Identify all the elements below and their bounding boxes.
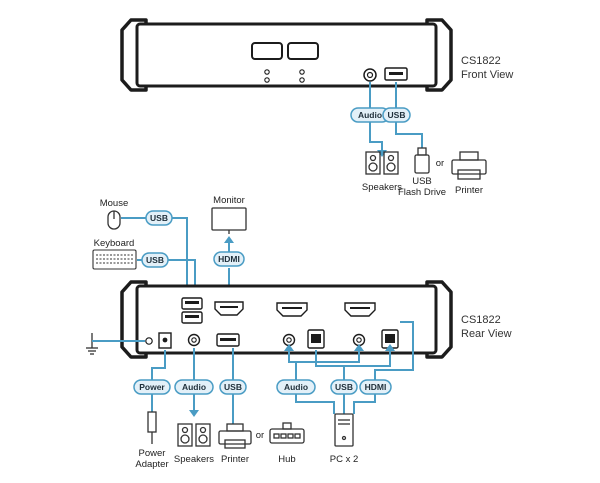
pc2-hdmi-port bbox=[344, 302, 376, 317]
front-or-label: or bbox=[436, 158, 444, 169]
pc-tower-icon bbox=[334, 413, 354, 447]
power-tag-text: Power bbox=[139, 382, 165, 392]
front-usb-tag: USB bbox=[382, 107, 411, 123]
front-speakers-label: Speakers bbox=[362, 182, 402, 193]
flash-drive-label-line2: Flash Drive bbox=[398, 187, 446, 198]
pc1-usb-b-port bbox=[307, 329, 325, 349]
pc-audio-tag: Audio bbox=[276, 379, 316, 395]
front-led-b2 bbox=[299, 77, 305, 83]
console-audio-tag: Audio bbox=[174, 379, 214, 395]
front-unit bbox=[120, 18, 453, 92]
front-model-label: CS1822 bbox=[461, 55, 501, 67]
mouse-usb-cable bbox=[121, 217, 188, 298]
front-audio-arrow bbox=[377, 150, 387, 157]
monitor-hdmi-tag-text: HDMI bbox=[218, 254, 240, 264]
mouse-usb-tag-text: USB bbox=[150, 213, 168, 223]
console-audio-jack bbox=[187, 333, 201, 347]
rear-view-label: Rear View bbox=[461, 328, 512, 340]
console-usb-port-3 bbox=[216, 333, 240, 347]
monitor-hdmi-arrow bbox=[224, 236, 234, 243]
console-usb-port-1 bbox=[181, 297, 203, 310]
pc-hdmi-tag: HDMI bbox=[359, 379, 392, 395]
pc-usb-arrow bbox=[385, 344, 395, 351]
front-view-label: Front View bbox=[461, 69, 513, 81]
keyboard-label: Keyboard bbox=[94, 238, 135, 249]
ground-screw bbox=[145, 337, 153, 345]
keyboard-usb-tag-text: USB bbox=[146, 255, 164, 265]
power-jack-pin bbox=[162, 337, 168, 343]
console-audio-arrow bbox=[189, 410, 199, 417]
front-usb-cable bbox=[395, 82, 423, 148]
power-cable bbox=[151, 350, 166, 412]
front-audio-jack-inner bbox=[366, 71, 374, 79]
monitor-label: Monitor bbox=[213, 195, 245, 206]
pc1-audio-arrow bbox=[284, 344, 294, 351]
rear-speakers-icon bbox=[177, 423, 211, 447]
front-speakers-icon bbox=[365, 151, 399, 175]
keyboard-icon bbox=[92, 249, 137, 270]
pc-hdmi-cable bbox=[353, 321, 414, 414]
front-usb-port bbox=[384, 67, 408, 81]
pc-audio-tag-text: Audio bbox=[284, 382, 308, 392]
console-usb-port-2 bbox=[181, 311, 203, 324]
front-led-a2 bbox=[264, 77, 270, 83]
power-adapter-label-line2: Adapter bbox=[135, 459, 168, 470]
console-usb-tag: USB bbox=[219, 379, 247, 395]
usb-hub-icon bbox=[269, 422, 305, 444]
front-printer-icon bbox=[451, 151, 487, 180]
rear-speakers-label: Speakers bbox=[174, 454, 214, 465]
front-port-b-button bbox=[287, 42, 319, 60]
pc1-hdmi-port bbox=[276, 302, 308, 317]
front-led-b1 bbox=[299, 69, 305, 75]
pc-usb-tag-text: USB bbox=[335, 382, 353, 392]
mouse-usb-tag: USB bbox=[145, 210, 173, 226]
pc-hdmi-tag-text: HDMI bbox=[365, 382, 387, 392]
flash-drive-label-line1: USB bbox=[412, 176, 432, 187]
console-audio-tag-text: Audio bbox=[182, 382, 206, 392]
monitor-icon bbox=[211, 207, 247, 234]
power-adapter-icon bbox=[147, 411, 157, 444]
rear-printer-label: Printer bbox=[221, 454, 249, 465]
pc-usb-tag: USB bbox=[330, 379, 358, 395]
ground-icon bbox=[86, 333, 145, 355]
console-hdmi-port bbox=[214, 301, 244, 316]
power-jack bbox=[158, 332, 172, 349]
front-printer-label: Printer bbox=[455, 185, 483, 196]
pc-label: PC x 2 bbox=[330, 454, 359, 465]
keyboard-usb-tag: USB bbox=[141, 252, 169, 268]
usb-flash-drive-icon bbox=[414, 147, 430, 174]
mouse-icon bbox=[107, 210, 121, 230]
front-audio-tag-text: Audio bbox=[358, 110, 382, 120]
pc2-audio-arrow bbox=[354, 344, 364, 351]
mouse-label: Mouse bbox=[100, 198, 129, 209]
rear-printer-icon bbox=[218, 423, 252, 449]
power-tag: Power bbox=[133, 379, 171, 395]
rear-model-label: CS1822 bbox=[461, 314, 501, 326]
pc-audio-cable bbox=[288, 348, 360, 414]
rear-unit bbox=[120, 280, 453, 359]
power-adapter-label-line1: Power bbox=[139, 448, 166, 459]
front-unit-body bbox=[135, 22, 438, 88]
front-usb-port-tongue bbox=[389, 72, 403, 75]
console-usb-tag-text: USB bbox=[224, 382, 242, 392]
pc-usb-cable bbox=[315, 350, 391, 414]
front-audio-cable bbox=[369, 82, 383, 152]
front-led-a1 bbox=[264, 69, 270, 75]
front-port-a-button bbox=[251, 42, 283, 60]
rear-or-label: or bbox=[256, 430, 264, 441]
front-usb-tag-text: USB bbox=[388, 110, 406, 120]
hub-label: Hub bbox=[278, 454, 295, 465]
monitor-hdmi-tag: HDMI bbox=[213, 251, 245, 267]
front-audio-jack bbox=[363, 68, 377, 82]
